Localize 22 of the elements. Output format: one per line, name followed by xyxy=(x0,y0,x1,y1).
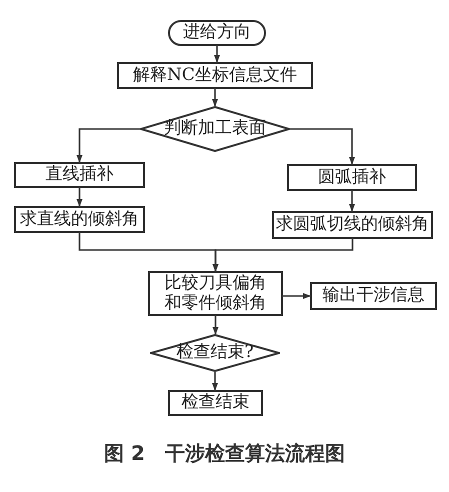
arrow xyxy=(212,372,218,391)
arrow xyxy=(212,89,218,107)
process-box: 圆弧插补 xyxy=(287,164,417,191)
start-terminal: 进给方向 xyxy=(168,20,266,46)
arrow xyxy=(212,239,354,272)
arrow xyxy=(214,46,220,63)
arrow xyxy=(212,316,218,335)
arrow xyxy=(349,191,355,212)
arrow xyxy=(76,128,140,163)
figure-caption: 图 2 干涉检查算法流程图 xyxy=(104,441,345,465)
process-box: 直线插补 xyxy=(14,162,145,188)
arrow xyxy=(283,293,311,299)
process-box: 检查结束 xyxy=(168,390,263,416)
process-box: 求直线的倾斜角 xyxy=(14,206,145,233)
arrow xyxy=(290,128,355,165)
process-box: 比较刀具偏角和零件倾斜角 xyxy=(148,271,283,316)
decision-diamond: 检查结束? xyxy=(150,334,280,372)
process-box: 输出干涉信息 xyxy=(310,282,437,310)
decision-diamond: 判断加工表面 xyxy=(140,106,290,152)
arrow xyxy=(76,188,82,207)
process-box: 解释NC坐标信息文件 xyxy=(117,62,313,89)
process-box: 求圆弧切线的倾斜角 xyxy=(272,211,433,239)
